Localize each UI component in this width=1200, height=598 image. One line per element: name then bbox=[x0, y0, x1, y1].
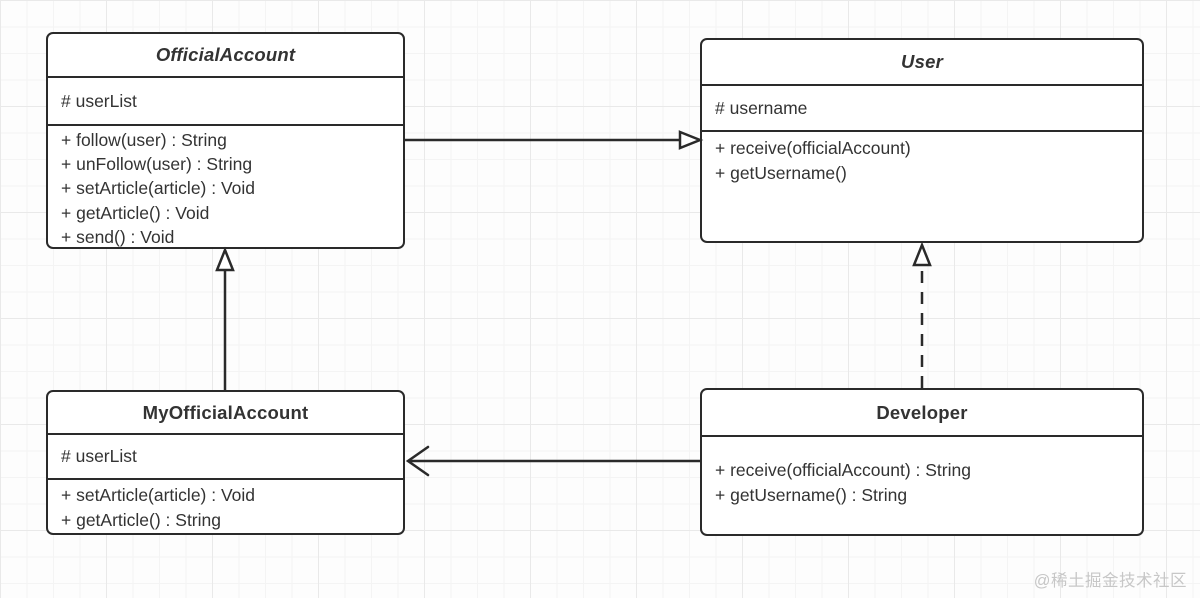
class-methods-user: + receive(officialAccount) + getUsername… bbox=[702, 132, 1142, 186]
class-methods-officialaccount: + follow(user) : String + unFollow(user)… bbox=[48, 126, 403, 249]
class-attributes-user: # username bbox=[702, 86, 1142, 132]
class-attributes-myofficialaccount: # userList bbox=[48, 435, 403, 480]
method-getarticle: + getArticle() : String bbox=[61, 510, 221, 530]
class-box-myofficialaccount: MyOfficialAccount # userList + setArticl… bbox=[46, 390, 405, 535]
attribute-username: # username bbox=[715, 97, 808, 118]
method-send: + send() : Void bbox=[61, 226, 175, 247]
method-receive: + receive(officialAccount) : String bbox=[715, 460, 971, 480]
class-title-developer: Developer bbox=[702, 390, 1142, 437]
class-box-developer: Developer + receive(officialAccount) : S… bbox=[700, 388, 1144, 536]
method-receive: + receive(officialAccount) bbox=[715, 138, 911, 158]
attribute-userlist: # userList bbox=[61, 90, 137, 111]
class-box-user: User # username + receive(officialAccoun… bbox=[700, 38, 1144, 243]
method-follow: + follow(user) : String bbox=[61, 130, 227, 150]
method-unfollow: + unFollow(user) : String bbox=[61, 154, 253, 175]
watermark: @稀土掘金技术社区 bbox=[1033, 572, 1187, 590]
method-setarticle: + setArticle(article) : Void bbox=[61, 485, 256, 505]
method-getusername: + getUsername() : String bbox=[715, 485, 908, 505]
attribute-userlist: # userList bbox=[61, 446, 137, 466]
class-methods-developer: + receive(officialAccount) : String + ge… bbox=[702, 437, 1142, 508]
method-setarticle: + setArticle(article) : Void bbox=[61, 178, 256, 199]
class-attributes-officialaccount: # userList bbox=[48, 78, 403, 126]
class-title-user: User bbox=[702, 40, 1142, 86]
class-title-officialaccount: OfficialAccount bbox=[48, 34, 403, 78]
method-getusername: + getUsername() bbox=[715, 163, 847, 183]
method-getarticle: + getArticle() : Void bbox=[61, 202, 210, 223]
class-title-myofficialaccount: MyOfficialAccount bbox=[48, 392, 403, 435]
class-box-officialaccount: OfficialAccount # userList + follow(user… bbox=[46, 32, 405, 249]
class-methods-myofficialaccount: + setArticle(article) : Void + getArticl… bbox=[48, 480, 403, 533]
